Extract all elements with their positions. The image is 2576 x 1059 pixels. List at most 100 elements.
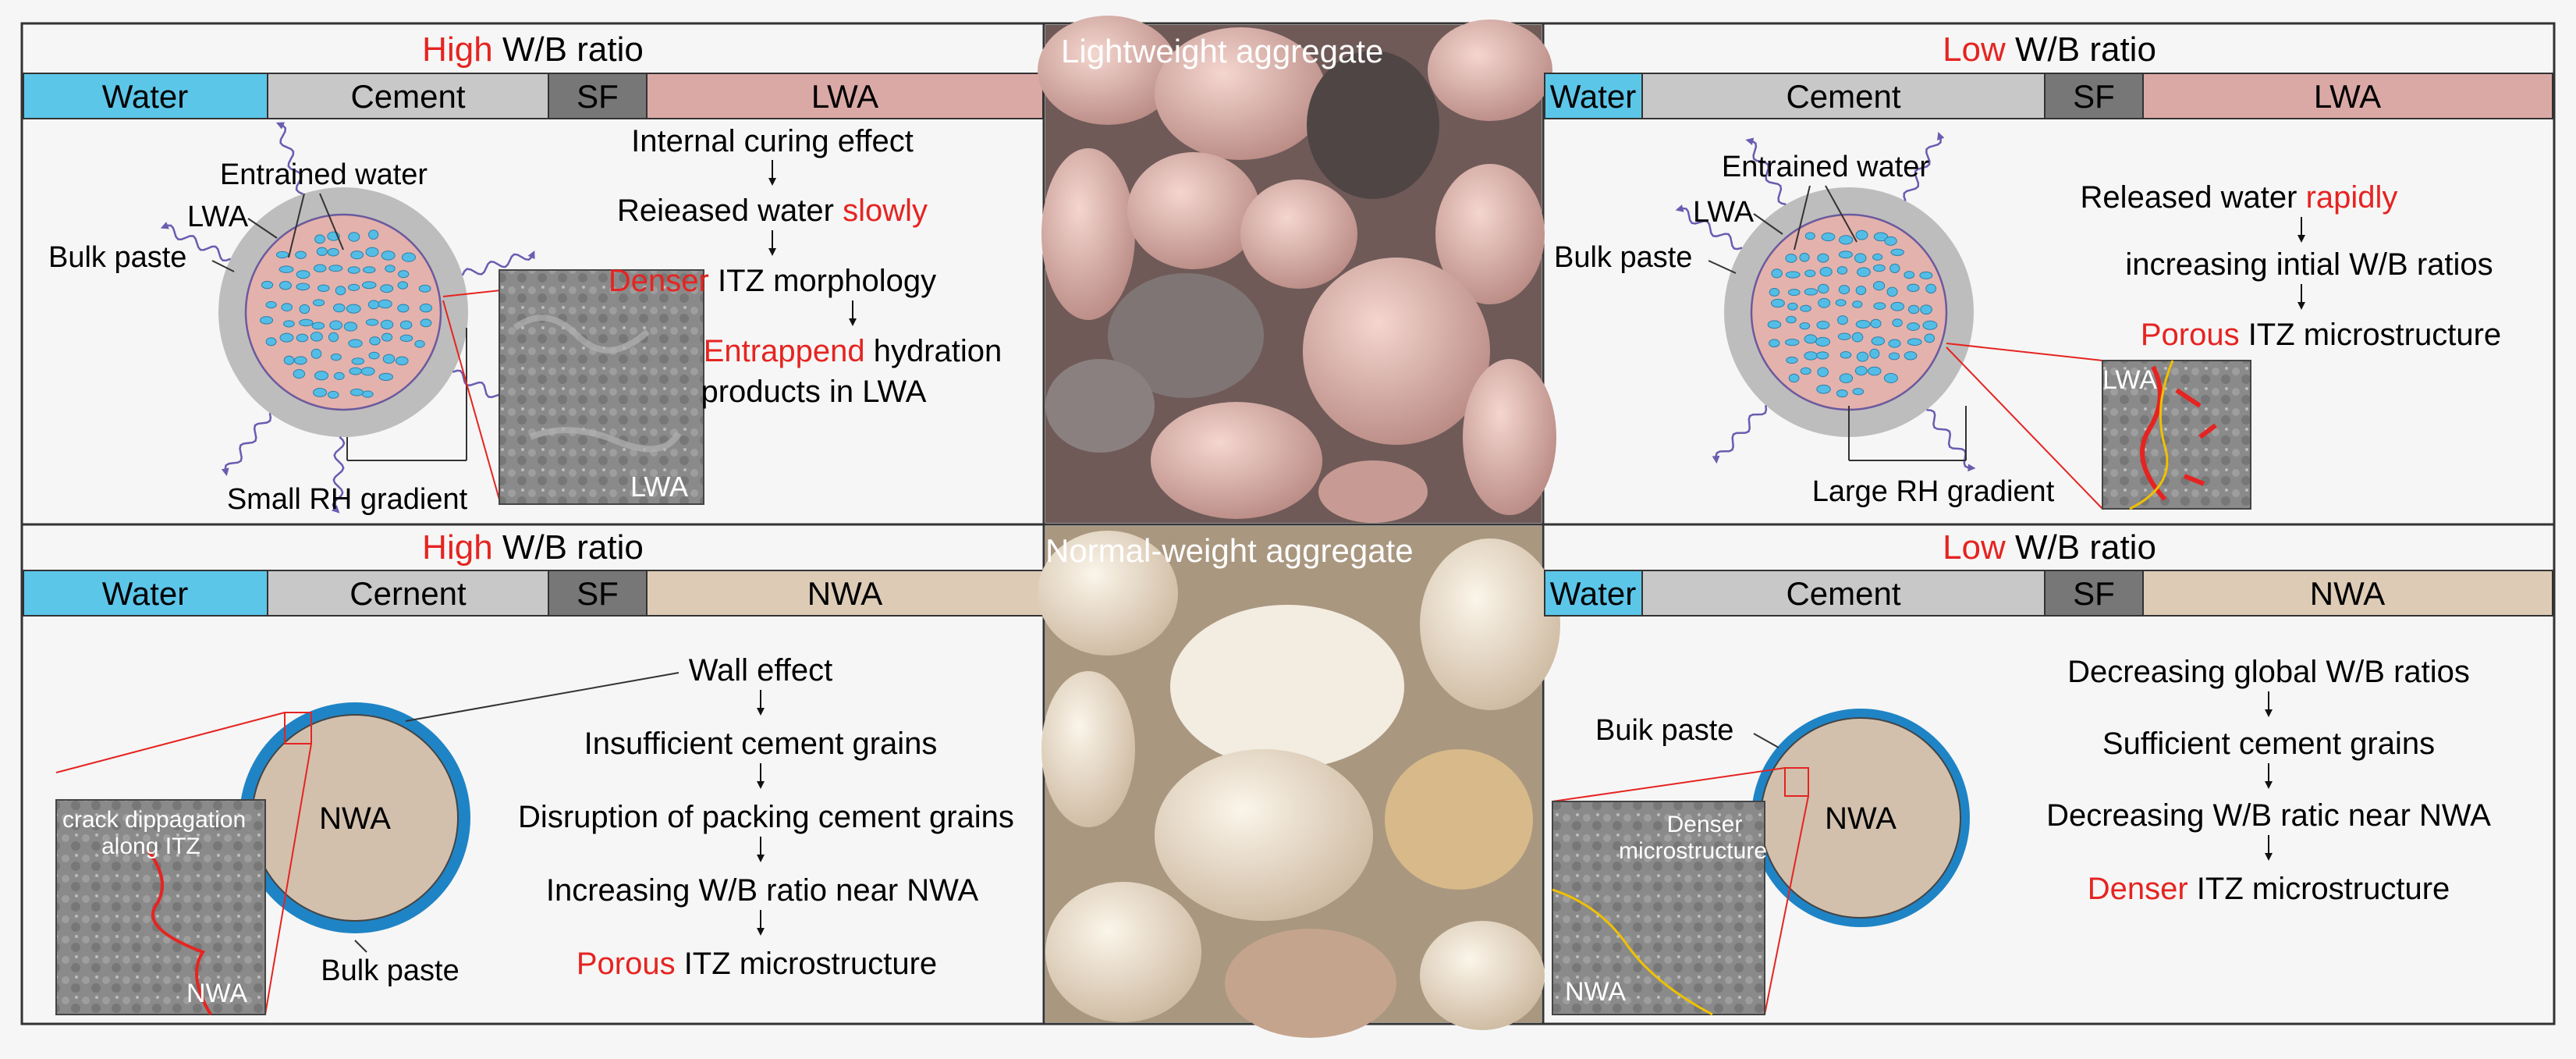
bulk-paste-leader	[354, 940, 367, 953]
composition-bar: Water Cement SF LWA	[23, 73, 1044, 119]
zoom-line-2	[1946, 346, 2103, 510]
water-pore	[1800, 367, 1811, 375]
title-rest: W/B ratio	[493, 30, 644, 69]
water-pore	[1904, 271, 1915, 279]
flow-step-4-text: hydration	[865, 334, 1002, 368]
water-pore	[327, 390, 339, 399]
bar-aggregate	[646, 73, 1044, 119]
water-pore	[1816, 321, 1830, 329]
label-nwa: NWA	[319, 801, 391, 836]
zoom-line-2	[1764, 795, 1809, 1015]
water-pore	[314, 234, 325, 244]
water-pore	[1855, 286, 1867, 296]
moisture-waves	[1675, 131, 1976, 472]
water-pore	[1888, 339, 1901, 348]
water-pore	[1907, 338, 1922, 346]
flow-step-2: Reieased water slowly	[617, 194, 928, 228]
water-pore	[317, 284, 330, 293]
flow-step-3-emphasis: Porous	[2141, 318, 2240, 352]
water-pore	[419, 303, 433, 313]
water-pore	[1816, 384, 1831, 394]
water-pore	[399, 320, 413, 330]
bar-aggregate	[2142, 570, 2553, 617]
water-pore	[1837, 332, 1851, 340]
water-pore	[283, 355, 295, 365]
water-pore	[281, 303, 293, 312]
water-pore	[1786, 357, 1798, 364]
water-pore	[1819, 266, 1833, 277]
bar-cement	[1641, 570, 2046, 617]
sem-text-line2: along ITZ	[101, 833, 200, 859]
water-pore	[1871, 336, 1886, 346]
zoom-line	[1946, 343, 2103, 361]
flow-step-3-emphasis: Denser	[609, 264, 709, 298]
flow-step-1: Released water rapidly	[2081, 180, 2398, 215]
water-pore	[327, 247, 339, 257]
water-pore	[362, 390, 374, 398]
water-pore	[313, 388, 328, 397]
water-pore	[1854, 253, 1867, 264]
bar-water-label: Water	[1550, 78, 1636, 115]
sem-nwa-label: NWA	[186, 979, 247, 1008]
panel-bottom-right: Low W/B ratio Water Cement SF NWA NWA Bu…	[1544, 528, 2553, 1016]
label-rh-gradient: Small RH gradient	[227, 483, 468, 516]
label-bulk-paste: Bulk paste	[321, 954, 459, 987]
bar-water	[23, 73, 268, 119]
lwa-leader	[247, 218, 278, 239]
label-entrained-water: Entrained water	[1722, 151, 1929, 183]
water-pore	[1836, 266, 1848, 275]
moisture-waves	[160, 122, 535, 514]
entrained-water-pores	[1767, 229, 1938, 398]
composition-bar: Water Cernent SF NWA	[23, 570, 1044, 617]
bar-aggregate-label: NWA	[807, 575, 882, 612]
lwa-particle-schematic	[1675, 131, 1976, 472]
water-pore	[1818, 297, 1831, 308]
bar-cement-label: Cement	[350, 78, 465, 115]
flow-step-2-text: Reieased water	[617, 194, 843, 228]
flow-step-4-text: ITZ microstructure	[2188, 872, 2450, 906]
zoom-box	[284, 712, 312, 744]
entrained-water-leader-2	[319, 193, 344, 251]
title-emphasis: High	[422, 30, 493, 69]
water-pore	[261, 280, 274, 290]
title-emphasis: Low	[1943, 30, 2006, 69]
moisture-wave-arrow	[160, 222, 231, 262]
panel-title: High W/B ratio	[422, 528, 644, 567]
water-pore	[414, 339, 425, 348]
water-pore	[332, 303, 346, 313]
flow-step-3: Porous ITZ microstructure	[2141, 318, 2501, 352]
flow-step-2-emphasis: slowly	[843, 194, 928, 228]
label-bulk-paste: Bulk paste	[48, 241, 186, 274]
water-pore	[1786, 315, 1797, 324]
flow-step-3-text: ITZ morphology	[709, 264, 936, 298]
water-pore	[1815, 336, 1831, 347]
water-pore	[348, 339, 363, 348]
water-pore	[295, 251, 307, 259]
bar-water	[23, 570, 268, 617]
sem-label: LWA	[2102, 365, 2157, 395]
sem-label: LWA	[630, 471, 688, 503]
flow-step-4: Entrappend hydration	[704, 334, 1002, 368]
water-pore	[343, 322, 358, 332]
sem-text-line1: crack dippagation	[62, 807, 246, 833]
water-pore	[349, 367, 363, 375]
water-pore	[1886, 286, 1898, 297]
sem-micrograph	[2102, 360, 2251, 510]
water-pore	[311, 322, 325, 330]
bar-sf-label: SF	[2073, 78, 2115, 115]
water-pore	[1804, 269, 1816, 278]
lwa-core	[244, 213, 442, 411]
water-pore	[1869, 348, 1880, 359]
nwa-particle-schematic	[240, 702, 470, 933]
water-pore	[283, 320, 295, 328]
wall-effect-leader	[405, 672, 679, 722]
bar-water-label: Water	[102, 78, 188, 115]
bar-water-label: Water	[1550, 575, 1636, 612]
lwa-stones	[1038, 16, 1556, 523]
nwa-particle-schematic	[1751, 709, 1970, 927]
bulk-paste-leader	[1708, 260, 1737, 274]
zoom-line-2	[264, 743, 312, 1015]
water-pore	[368, 351, 380, 360]
water-pore	[1836, 315, 1848, 325]
water-pore	[348, 232, 360, 242]
